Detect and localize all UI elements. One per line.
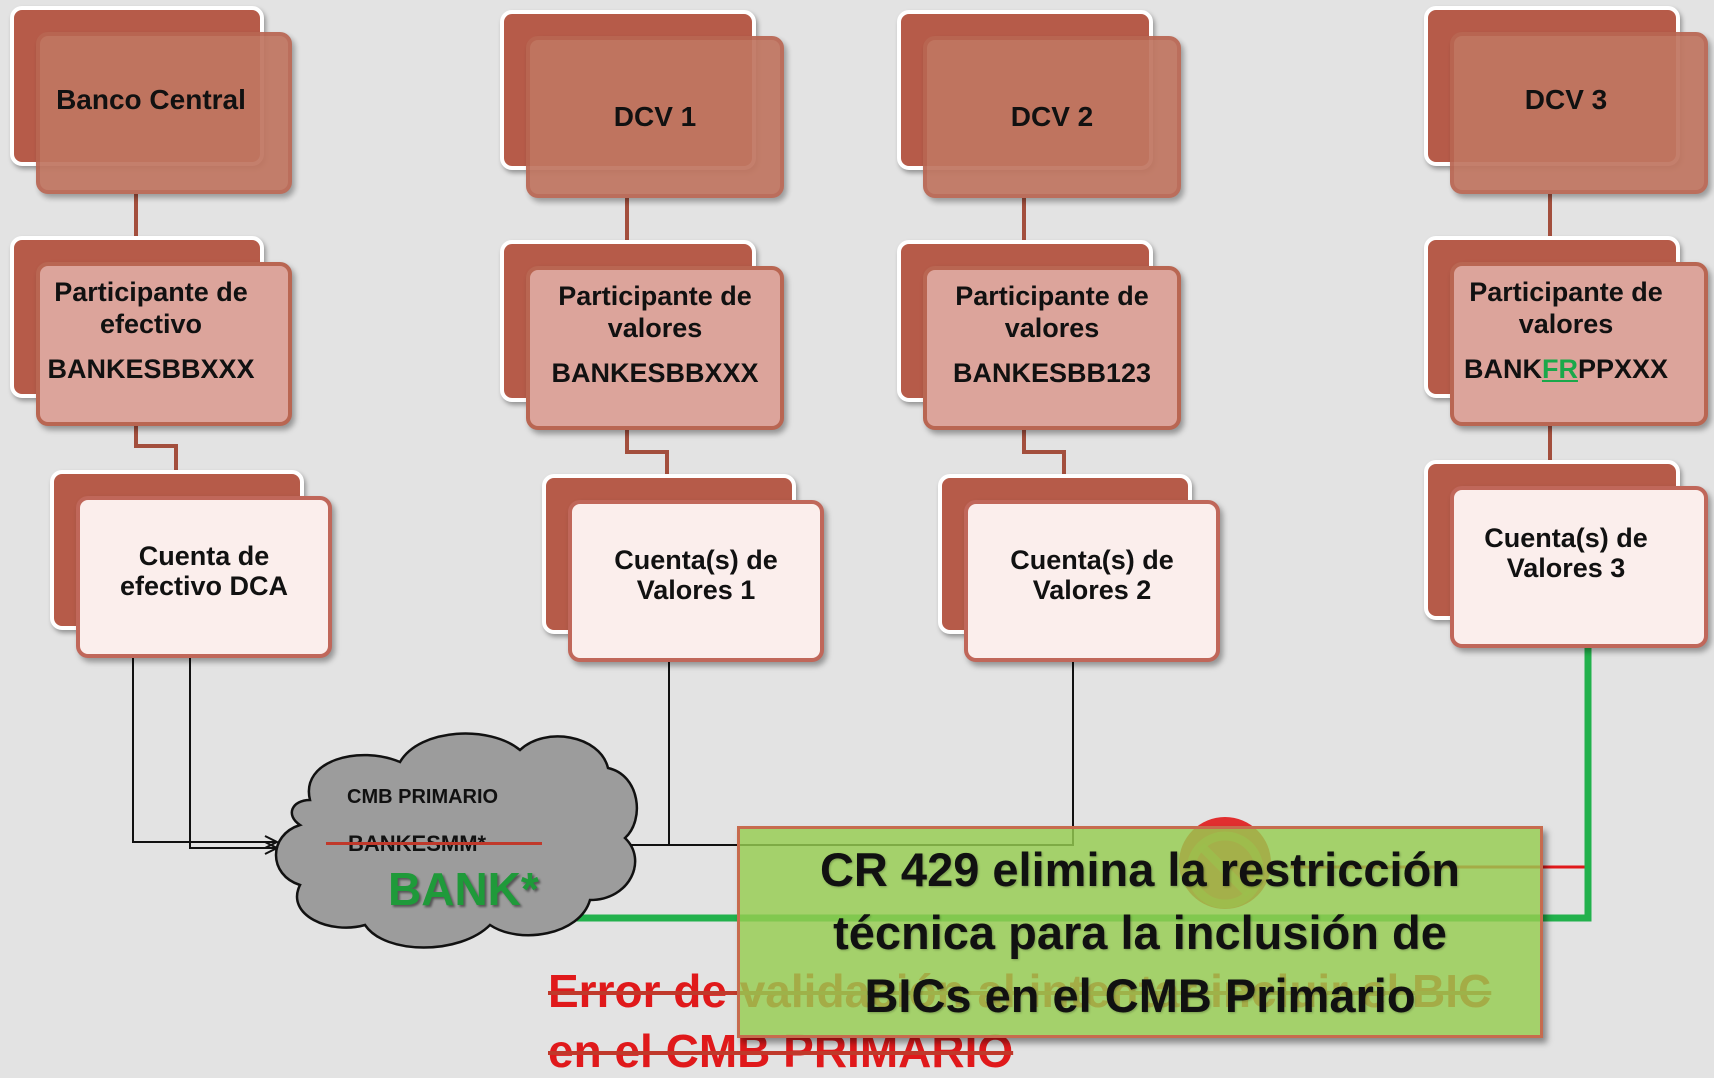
bic-prefix: BANK (1463, 353, 1542, 384)
node-participante-valores-1: Participante de valores BANKESBBXXX (500, 240, 784, 430)
node-label-line-1: Cuenta(s) de (1484, 523, 1648, 554)
node-banco-central: Banco Central (10, 6, 292, 194)
cmb-old-pattern-strike (326, 842, 542, 845)
cmb-cloud (274, 732, 639, 949)
node-label-line-1: Participante de (1469, 277, 1663, 308)
arrow-dca-1 (132, 658, 276, 842)
node-label-line-1: Cuenta de (138, 541, 270, 572)
bic-code: BANKESBBXXX (551, 357, 759, 388)
node-label-line-1: Participante de (54, 277, 248, 308)
node-participante-valores-2: Participante de valores BANKESBB123 (897, 240, 1181, 430)
node-label: Banco Central (56, 84, 246, 115)
node-label-line-2: efectivo (99, 308, 203, 339)
bic-code: BANKESBBXXX (47, 353, 255, 384)
node-participante-valores-3: Participante de valores BANKFRPPXXX (1424, 236, 1708, 426)
node-label-line-1: Cuenta(s) de (1010, 545, 1174, 576)
node-label-line-2: Valores 2 (1032, 575, 1152, 605)
node-label-line-2: valores (607, 312, 703, 343)
arrow-valores-2 (669, 662, 1074, 846)
node-label-line-1: Participante de (955, 281, 1149, 312)
node-label-line-2: valores (1004, 312, 1100, 343)
node-label-line-2: Valores 1 (636, 575, 756, 605)
node-label-line-2: valores (1518, 308, 1614, 339)
bic-code: BANKFRPPXXX (1464, 354, 1668, 385)
cr429-callout: CR 429 elimina la restricción técnica pa… (737, 826, 1543, 1038)
node-label-line-1: Participante de (558, 281, 752, 312)
connector-mid-acc-2 (625, 428, 669, 474)
connector-mid-acc-3 (1022, 428, 1066, 474)
bic-country-highlight: FR (1541, 353, 1578, 384)
bic-code: BANKESBB123 (952, 357, 1152, 388)
node-label-line-2: Valores 3 (1506, 553, 1626, 583)
node-dcv-2: DCV 2 (897, 10, 1181, 198)
node-cuenta-valores-3: Cuenta(s) de Valores 3 (1424, 460, 1708, 648)
node-participante-efectivo: Participante de efectivo BANKESBBXXX (10, 236, 292, 426)
node-label-line-2: efectivo DCA (119, 571, 289, 601)
cmb-new-pattern: BANK* (388, 863, 539, 915)
callout-line-2: técnica para la inclusión de (833, 905, 1447, 959)
node-cuenta-valores-2: Cuenta(s) de Valores 2 (938, 474, 1220, 662)
node-dcv-1: DCV 1 (500, 10, 784, 198)
node-label: DCV 2 (1010, 101, 1094, 132)
callout-line-1: CR 429 elimina la restricción (819, 842, 1460, 896)
node-dcv-3: DCV 3 (1424, 6, 1708, 194)
node-label: DCV 1 (613, 101, 697, 132)
bic-suffix: PPXXX (1577, 353, 1669, 384)
callout-line-3: BICs en el CMB Primario (864, 968, 1416, 1022)
node-label-line-1: Cuenta(s) de (614, 545, 778, 576)
node-cuenta-efectivo: Cuenta de efectivo DCA (50, 470, 332, 658)
node-cuenta-valores-1: Cuenta(s) de Valores 1 (542, 474, 824, 662)
cmb-title: CMB PRIMARIO (347, 786, 499, 808)
arrow-dca-2 (189, 658, 276, 848)
node-label: DCV 3 (1524, 84, 1608, 115)
